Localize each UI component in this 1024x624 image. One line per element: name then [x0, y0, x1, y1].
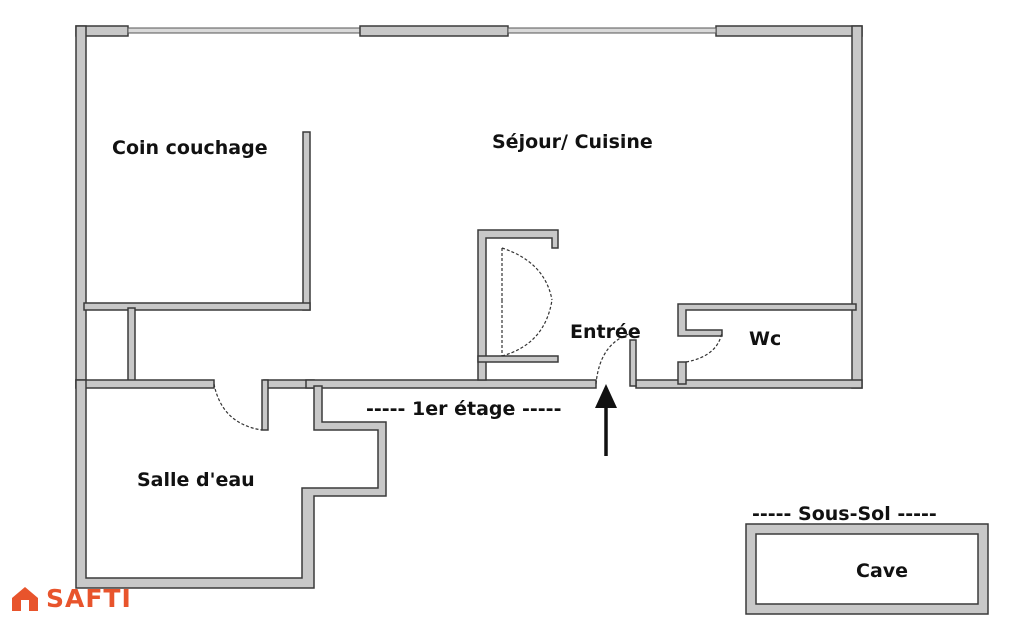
bathroom-door	[213, 383, 263, 431]
label-basement: ----- Sous-Sol -----	[752, 503, 937, 525]
label-coin-couchage: Coin couchage	[112, 137, 268, 159]
wall-closet	[477, 229, 559, 381]
wall-corridor	[305, 379, 597, 389]
windows	[127, 25, 717, 37]
entrance-door	[595, 331, 637, 385]
brand-name: SAFTI	[46, 584, 132, 613]
wall-left-upper	[75, 25, 87, 389]
wall-bathroom	[75, 379, 387, 589]
label-cave: Cave	[856, 560, 908, 582]
wall-wc	[677, 303, 857, 337]
wall-bath-door-jamb	[261, 379, 269, 431]
house-icon	[12, 586, 38, 611]
wall-closet-bottom	[477, 355, 559, 363]
walls	[75, 25, 989, 615]
wall-entrance-right	[635, 379, 863, 389]
wall-entree-jamb	[629, 339, 637, 387]
doors	[213, 247, 723, 431]
label-salle-deau: Salle d'eau	[137, 469, 255, 491]
wall-cave	[745, 523, 989, 615]
label-wc: Wc	[749, 328, 781, 350]
entrance-arrow	[595, 384, 617, 456]
wall-wc-door-jamb	[677, 361, 687, 385]
wall-right-upper	[851, 25, 863, 389]
wall-top-right	[715, 25, 863, 37]
label-sejour-cuisine: Séjour/ Cuisine	[492, 131, 653, 153]
closet-door-upper	[501, 247, 553, 301]
window-center	[359, 25, 509, 37]
label-entree: Entrée	[570, 321, 641, 343]
wall-bedroom-horizontal	[83, 302, 311, 311]
wall-bedroom-vertical	[302, 131, 311, 311]
label-first-floor: ----- 1er étage -----	[366, 398, 561, 420]
window-right	[507, 27, 717, 34]
window-left	[127, 27, 361, 34]
wall-storage-vertical	[127, 307, 136, 383]
closet-door-lower	[501, 299, 553, 357]
wc-door	[685, 331, 723, 363]
wall-bath-top-left	[75, 379, 215, 389]
brand-logo: SAFTI	[10, 584, 132, 613]
